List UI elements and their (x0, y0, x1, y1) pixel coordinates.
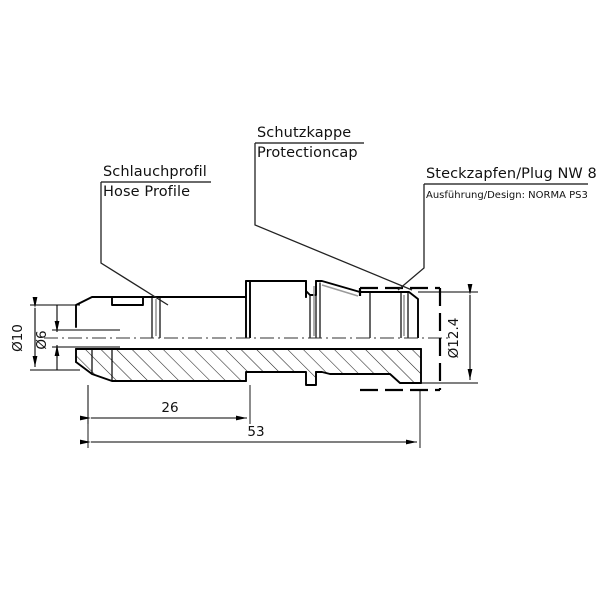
dim-label-length-53: 53 (247, 424, 264, 440)
upper-outline-view (75, 280, 419, 338)
callout-hose-profile-label-en: Hose Profile (103, 184, 190, 200)
callout-plug: Steckzapfen/Plug NW 8 Ausführung/Design:… (397, 166, 597, 291)
callout-hose-profile: Schlauchprofil Hose Profile (100, 164, 211, 306)
dimension-dia-6: Ø6 (34, 305, 120, 370)
callout-plug-label-de: Steckzapfen/Plug NW 8 (426, 166, 597, 182)
callout-plug-sublabel: Ausführung/Design: NORMA PS3 (426, 190, 588, 201)
dim-label-dia-10: Ø10 (10, 324, 26, 352)
callout-protection-cap-label-en: Protectioncap (257, 145, 358, 161)
dimension-length-53: 53 (80, 385, 421, 448)
callout-protection-cap: Schutzkappe Protectioncap (254, 125, 413, 291)
dimension-dia-10: Ø10 (10, 297, 80, 371)
lower-section-outline (75, 348, 422, 386)
dimension-length-26: 26 (80, 385, 251, 424)
section-hatched-body (76, 349, 421, 385)
dimension-dia-12-4: Ø12.4 (418, 284, 478, 384)
dim-label-dia-12-4: Ø12.4 (446, 318, 462, 359)
dim-label-length-26: 26 (161, 400, 178, 416)
dim-label-dia-6: Ø6 (34, 330, 50, 349)
callout-hose-profile-label-de: Schlauchprofil (103, 164, 207, 180)
callout-protection-cap-label-de: Schutzkappe (257, 125, 351, 141)
